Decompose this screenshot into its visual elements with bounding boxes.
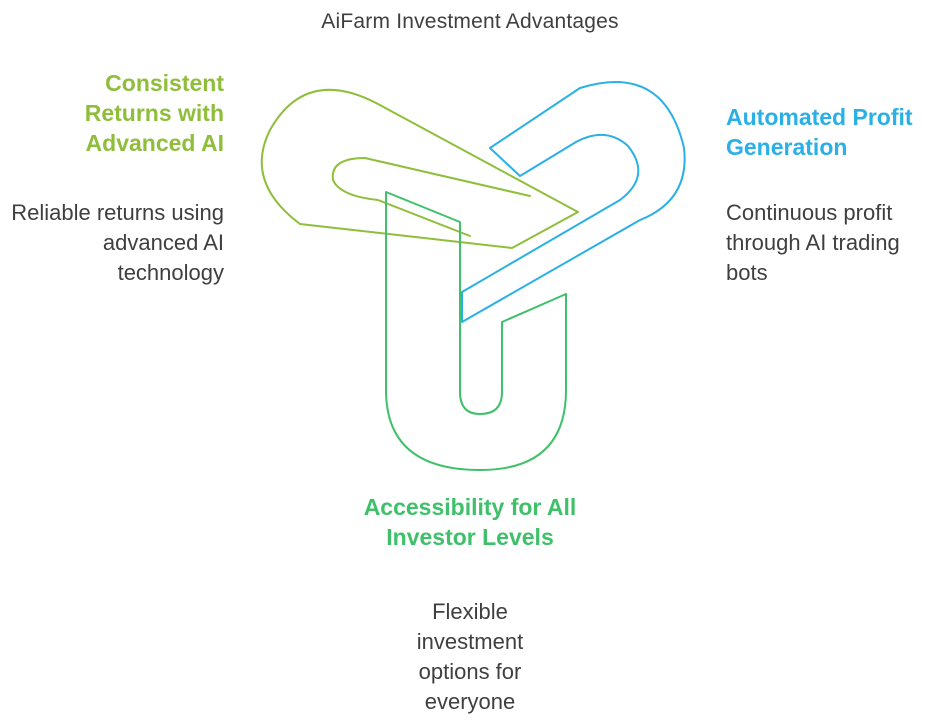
item-accessibility-heading: Accessibility for All Investor Levels — [363, 494, 577, 550]
item-consistent-returns-description: Reliable returns using advanced AI techn… — [11, 200, 224, 285]
blue-loop — [461, 80, 686, 323]
lime-loop — [260, 89, 579, 249]
diagram-title: AiFarm Investment Advantages — [321, 10, 619, 33]
green-loop — [385, 191, 567, 471]
lime-loop-inner — [331, 157, 531, 237]
item-automated-profit-heading: Automated Profit Generation — [726, 104, 913, 160]
item-accessibility-description: Flexible investment options for everyone — [416, 599, 524, 714]
item-consistent-returns-heading: Consistent Returns with Advanced AI — [84, 70, 224, 156]
item-automated-profit-description: Continuous profit through AI trading bot… — [726, 200, 900, 285]
